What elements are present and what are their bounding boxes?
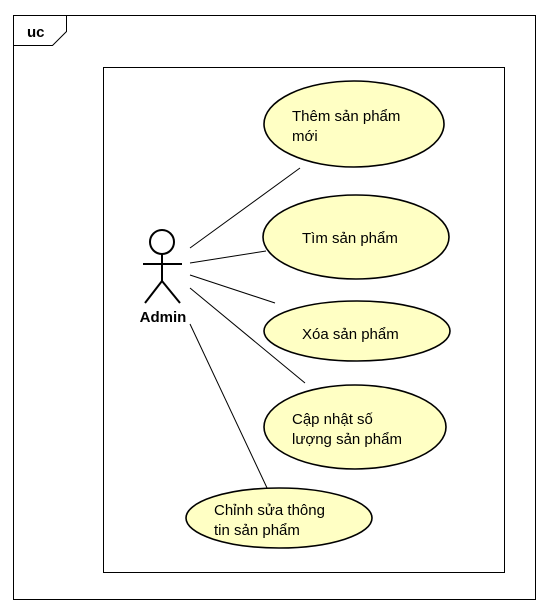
- use-case-label-line: mới: [292, 128, 318, 145]
- use-case-find-product[interactable]: Tìm sản phẩm: [262, 194, 450, 280]
- actor-right-leg: [161, 280, 181, 304]
- use-case-delete-product[interactable]: Xóa sản phẩm: [263, 300, 451, 362]
- frame-label-tab: [13, 15, 67, 46]
- use-case-label-line: lượng sản phẩm: [292, 431, 402, 448]
- use-case-ellipse: [263, 384, 447, 470]
- association-line: [189, 250, 267, 264]
- use-case-edit-product-info[interactable]: Chỉnh sửa thông tin sản phẩm: [185, 487, 373, 549]
- association-line: [189, 287, 306, 384]
- use-case-ellipse: [185, 487, 373, 549]
- frame-label: uc: [27, 24, 45, 41]
- association-line: [189, 323, 269, 491]
- association-line: [189, 167, 301, 249]
- use-case-ellipse: [262, 194, 450, 280]
- diagram-frame: [13, 15, 536, 600]
- actor-admin[interactable]: Admin: [140, 229, 187, 326]
- use-case-label-line: Chỉnh sửa thông: [214, 502, 325, 519]
- actor-name: Admin: [140, 309, 187, 326]
- use-case-label-line: Cập nhật số: [292, 411, 374, 428]
- use-case-label-line: Thêm sản phẩm: [292, 108, 400, 125]
- use-case-add-product[interactable]: Thêm sản phẩm mới: [263, 80, 445, 168]
- actor-left-leg: [144, 280, 163, 304]
- use-case-update-quantity[interactable]: Cập nhật số lượng sản phẩm: [263, 384, 447, 470]
- association-line: [189, 274, 276, 304]
- associations: [189, 167, 306, 491]
- use-case-label-line: Tìm sản phẩm: [302, 230, 398, 247]
- use-case-ellipse: [263, 80, 445, 168]
- use-case-ellipse: [263, 300, 451, 362]
- actor-head: [149, 229, 175, 255]
- use-case-label-line: tin sản phẩm: [214, 522, 300, 539]
- use-case-label-line: Xóa sản phẩm: [302, 326, 399, 343]
